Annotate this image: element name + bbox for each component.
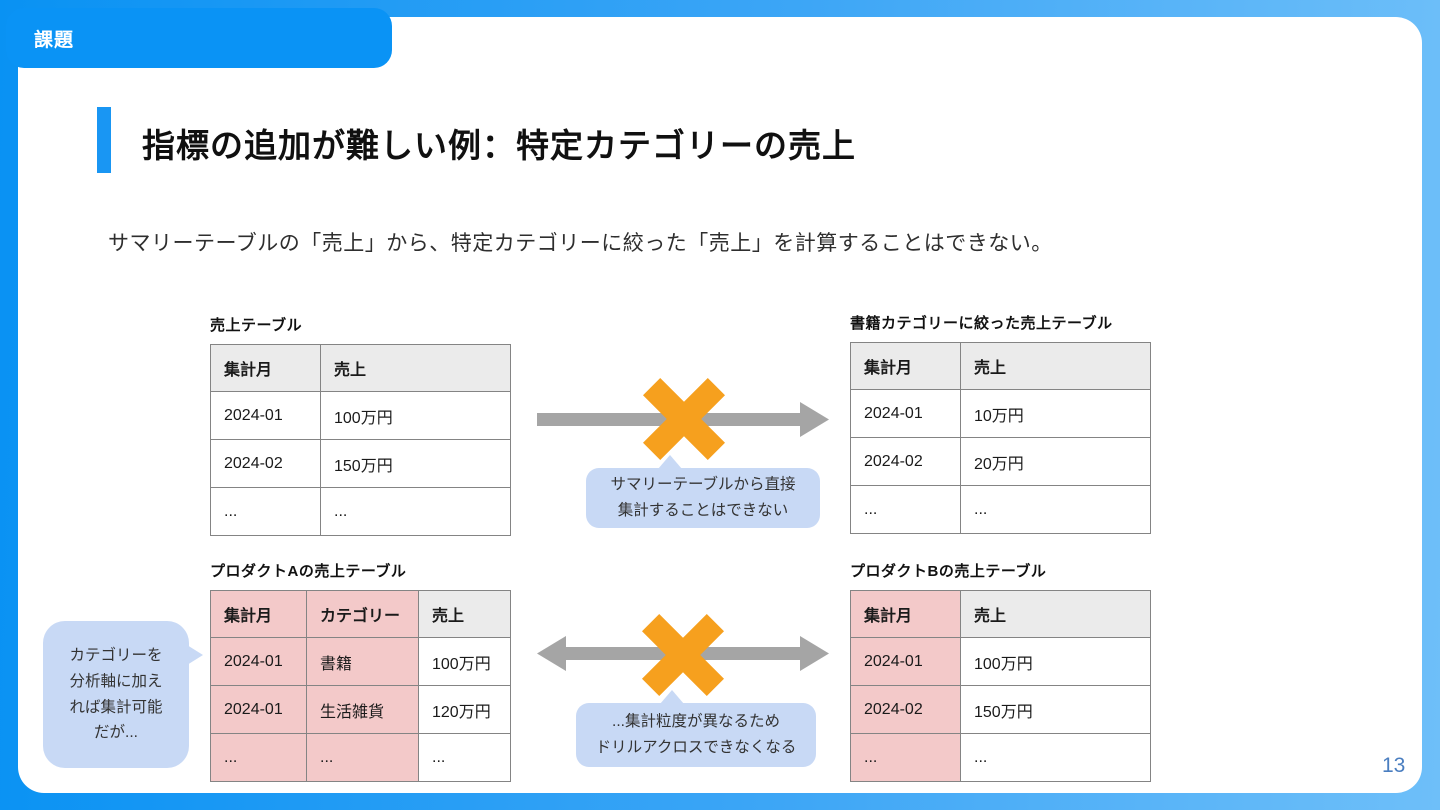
table-row: ... ... ... xyxy=(210,733,511,782)
page-number: 13 xyxy=(1382,754,1406,777)
product-b-table: 集計月 売上 2024-01 100万円 2024-02 150万円 ... .… xyxy=(850,590,1151,782)
table-cell: 2024-02 xyxy=(210,439,321,488)
callout-text-line: れば集計可能 xyxy=(69,698,163,716)
table-row: 2024-01 10万円 xyxy=(850,389,1151,438)
table-cell: 20万円 xyxy=(960,437,1151,486)
summary-sales-table-block: 売上テーブル 集計月 売上 2024-01 100万円 2024-02 150万… xyxy=(210,314,511,536)
callout-text-line: だが... xyxy=(94,724,138,742)
table-row: ... ... xyxy=(850,485,1151,534)
table-cell: ... xyxy=(418,733,511,782)
table-cell: 2024-01 xyxy=(210,391,321,440)
table-row: 2024-01 書籍 100万円 xyxy=(210,637,511,686)
callout-tail-up xyxy=(660,690,684,704)
table-cell: 2024-02 xyxy=(850,437,961,486)
table-row: ... ... xyxy=(850,733,1151,782)
table-row: 2024-02 150万円 xyxy=(850,685,1151,734)
column-header: 集計月 xyxy=(210,344,321,392)
callout-text-line: カテゴリーを xyxy=(69,647,163,665)
table-cell: 100万円 xyxy=(418,637,511,686)
product-a-table: 集計月 カテゴリー 売上 2024-01 書籍 100万円 2024-01 生活… xyxy=(210,590,511,782)
product-a-table-block: プロダクトAの売上テーブル 集計月 カテゴリー 売上 2024-01 書籍 10… xyxy=(210,560,511,782)
table-header-row: 集計月 売上 xyxy=(850,590,1151,638)
column-header: カテゴリー xyxy=(306,590,419,638)
slide-category-tab: 課題 xyxy=(6,8,392,68)
summary-sales-table: 集計月 売上 2024-01 100万円 2024-02 150万円 ... .… xyxy=(210,344,511,536)
table-cell: 150万円 xyxy=(960,685,1151,734)
callout-text-line: ...集計粒度が異なるため xyxy=(612,713,780,731)
table-row: 2024-01 100万円 xyxy=(850,637,1151,686)
table-header-row: 集計月 売上 xyxy=(850,342,1151,390)
callout-tail-up xyxy=(658,455,682,469)
table-cell: ... xyxy=(960,733,1151,782)
callout-text-line: サマリーテーブルから直接 xyxy=(610,476,796,494)
column-header: 集計月 xyxy=(850,342,961,390)
callout-direct-aggregation: サマリーテーブルから直接 集計することはできない xyxy=(586,455,820,528)
table-row: 2024-01 生活雑貨 120万円 xyxy=(210,685,511,734)
product-b-table-title: プロダクトBの売上テーブル xyxy=(850,563,1047,580)
callout-text-line: 集計することはできない xyxy=(617,502,789,519)
column-header: 売上 xyxy=(418,590,511,638)
slide-category-label: 課題 xyxy=(34,29,75,51)
slide-subtitle: サマリーテーブルの「売上」から、特定カテゴリーに絞った「売上」を計算することはで… xyxy=(108,232,1053,255)
table-cell: 100万円 xyxy=(320,391,511,440)
table-row: 2024-02 20万円 xyxy=(850,437,1151,486)
table-cell: 2024-01 xyxy=(850,637,961,686)
table-cell: 2024-01 xyxy=(210,637,307,686)
table-cell: ... xyxy=(210,487,321,536)
table-cell: 2024-01 xyxy=(210,685,307,734)
callout-text-line: ドリルアクロスできなくなる xyxy=(595,739,797,756)
page-title: 指標の追加が難しい例：特定カテゴリーの売上 xyxy=(142,127,856,164)
callout-category-axis: カテゴリーを 分析軸に加え れば集計可能 だが... xyxy=(43,621,203,768)
callout-text-line: 分析軸に加え xyxy=(69,672,163,690)
table-cell: ... xyxy=(320,487,511,536)
table-cell: ... xyxy=(306,733,419,782)
table-cell: 生活雑貨 xyxy=(306,685,419,734)
callout-drill-across: ...集計粒度が異なるため ドリルアクロスできなくなる xyxy=(576,690,816,767)
table-cell: ... xyxy=(850,733,961,782)
table-cell: 100万円 xyxy=(960,637,1151,686)
books-filtered-table-block: 書籍カテゴリーに絞った売上テーブル 集計月 売上 2024-01 10万円 20… xyxy=(850,312,1151,534)
column-header: 集計月 xyxy=(850,590,961,638)
table-row: 2024-01 100万円 xyxy=(210,391,511,440)
table-cell: 書籍 xyxy=(306,637,419,686)
column-header: 集計月 xyxy=(210,590,307,638)
product-a-table-title: プロダクトAの売上テーブル xyxy=(210,563,407,580)
table-cell: ... xyxy=(960,485,1151,534)
table-cell: 150万円 xyxy=(320,439,511,488)
title-accent-bar xyxy=(97,107,111,173)
table-row: ... ... xyxy=(210,487,511,536)
cross-x-icon xyxy=(643,378,725,460)
books-filtered-table: 集計月 売上 2024-01 10万円 2024-02 20万円 ... ... xyxy=(850,342,1151,534)
table-cell: 10万円 xyxy=(960,389,1151,438)
table-header-row: 集計月 売上 xyxy=(210,344,511,392)
column-header: 売上 xyxy=(320,344,511,392)
callout-tail-right xyxy=(187,645,203,665)
column-header: 売上 xyxy=(960,342,1151,390)
table-cell: ... xyxy=(850,485,961,534)
cross-x-icon xyxy=(642,614,724,696)
summary-sales-table-title: 売上テーブル xyxy=(210,317,303,334)
table-cell: 2024-01 xyxy=(850,389,961,438)
table-row: 2024-02 150万円 xyxy=(210,439,511,488)
table-cell: 120万円 xyxy=(418,685,511,734)
table-header-row: 集計月 カテゴリー 売上 xyxy=(210,590,511,638)
books-filtered-table-title: 書籍カテゴリーに絞った売上テーブル xyxy=(850,315,1113,332)
table-cell: ... xyxy=(210,733,307,782)
product-b-table-block: プロダクトBの売上テーブル 集計月 売上 2024-01 100万円 2024-… xyxy=(850,560,1151,782)
table-cell: 2024-02 xyxy=(850,685,961,734)
column-header: 売上 xyxy=(960,590,1151,638)
